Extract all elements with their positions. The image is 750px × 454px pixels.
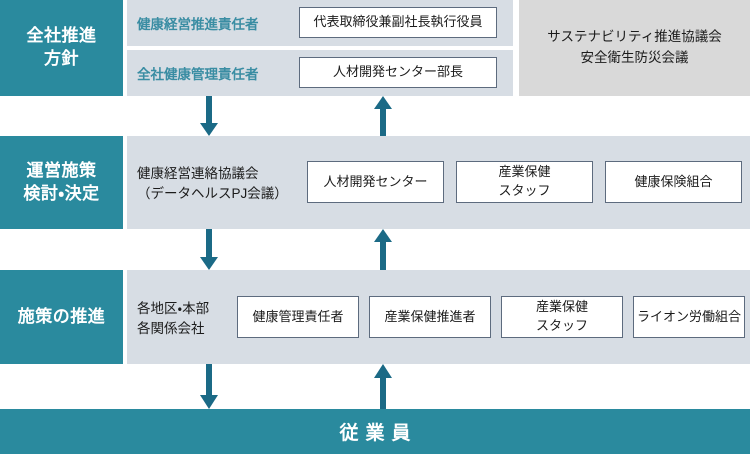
employee-bar-label: 従業員 [339,423,418,444]
down-arrow-operation-to-promotion [199,229,219,270]
up-arrow-operation-to-policy [373,96,393,136]
box-hr-development-center-director: 人材開発センター部長 [299,57,497,88]
box-lion-labor-union: ライオン労働組合 [633,296,745,338]
box-occupational-health-promoter: 産業保健推進者 [369,296,491,338]
stage-label-policy-text: 全社推進 方針 [26,26,97,68]
policy-panel-lower: 全社健康管理責任者 人材開発センター部長 [127,50,513,96]
promotion-panel: 各地区・本部 各関係会社 健康管理責任者 産業保健推進者 産業保健 スタッフ ラ… [127,270,750,364]
policy-panel-upper: 健康経営推進責任者 代表取締役兼副社長執行役員 [127,0,513,46]
up-arrow-promotion-to-operation [373,229,393,270]
box-hr-development-center: 人材開発センター [307,161,444,203]
box-occupational-health-staff-promotion: 産業保健 スタッフ [501,296,623,338]
box-representative-director-vice-president: 代表取締役兼副社長執行役員 [299,7,497,38]
box-health-insurance-association: 健康保険組合 [605,161,742,203]
down-arrow-policy-to-operation [199,96,219,136]
role-label-health-management-promotion-officer: 健康経営推進責任者 [137,17,259,32]
role-label-companywide-health-manager: 全社健康管理責任者 [137,67,259,82]
up-arrow-employees-to-promotion [373,364,393,409]
promotion-lead-text: 各地区・本部 各関係会社 [137,301,210,336]
employee-bar: 従業員 [0,409,750,454]
stage-label-operation-text: 運営施策 検討・決定 [23,160,100,203]
stage-label-promotion-text: 施策の推進 [17,306,106,326]
operation-panel: 健康経営連絡協議会 （データヘルスPJ会議） 人材開発センター 産業保健 スタッ… [127,136,750,229]
stage-label-policy: 全社推進 方針 [0,0,123,96]
box-health-management-officer: 健康管理責任者 [237,296,359,338]
down-arrow-promotion-to-employees [199,364,219,409]
stage-label-promotion: 施策の推進 [0,270,123,364]
sustainability-council-panel: サステナビリティ推進協議会 安全衛生防災会議 [519,0,750,96]
stage-label-operation: 運営施策 検討・決定 [0,136,123,229]
box-occupational-health-staff-operation: 産業保健 スタッフ [456,161,593,203]
operation-lead-text: 健康経営連絡協議会 （データヘルスPJ会議） [137,166,288,201]
